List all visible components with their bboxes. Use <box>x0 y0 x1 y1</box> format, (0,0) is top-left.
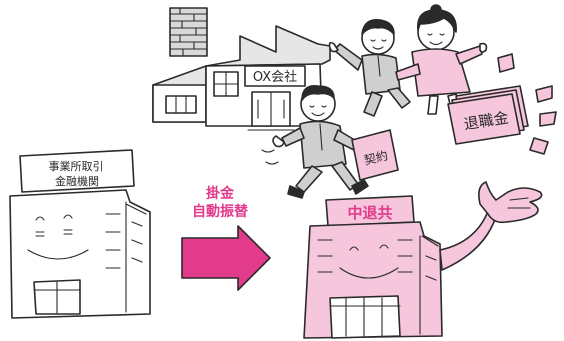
arrow-label-line1: 掛金 <box>206 185 235 202</box>
worker-icon: 契約 <box>261 84 399 199</box>
document-icon: 契約 <box>351 129 399 181</box>
money-bundle-icon: 退職金 <box>447 53 557 155</box>
contract-label: 契約 <box>362 147 389 167</box>
smokestack-icon <box>169 7 208 57</box>
bank-building-icon: 事業所取引 金融機関 <box>9 149 151 319</box>
chutaikyo-building-icon: 中退共 <box>303 181 543 339</box>
chutaikyo-sign: 中退共 <box>347 204 392 222</box>
bank-sign-line1: 事業所取引 <box>49 159 104 173</box>
factory-icon: OX会社 <box>152 7 331 131</box>
bank-sign-line2: 金融機関 <box>55 174 99 188</box>
arrow-label-line2: 自動振替 <box>192 203 249 220</box>
factory-sign-text: OX会社 <box>253 69 297 85</box>
factory-sign-board <box>244 65 306 87</box>
arrow-right-icon: 掛金 自動振替 <box>181 185 271 291</box>
